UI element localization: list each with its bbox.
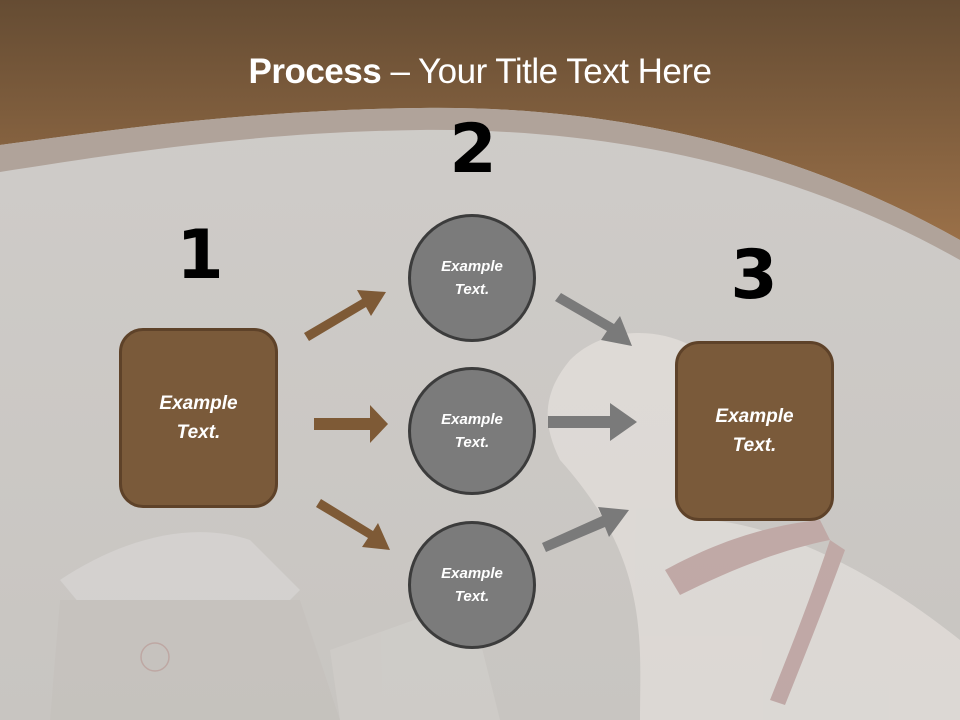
circle-bottom-label: Example Text. — [441, 565, 503, 605]
typewriter-photo — [50, 532, 500, 720]
title-bold: Process — [248, 52, 382, 91]
title-rest: – Your Title Text Here — [381, 52, 712, 91]
step-2-circle-bottom[interactable]: Example Text. — [408, 521, 536, 649]
step-number-1: 1 — [176, 216, 224, 295]
slide-title: Process – Your Title Text Here — [0, 52, 960, 92]
step-1-box[interactable]: Example Text. — [119, 328, 278, 508]
step-number-2: 2 — [449, 110, 497, 189]
circle-middle-label: Example Text. — [441, 411, 503, 451]
step-3-label: Example Text. — [715, 406, 794, 456]
step-1-label: Example Text. — [159, 393, 238, 443]
dog-photo — [547, 333, 960, 720]
step-3-box[interactable]: Example Text. — [675, 341, 834, 521]
step-2-circle-middle[interactable]: Example Text. — [408, 367, 536, 495]
circle-top-label: Example Text. — [441, 258, 503, 298]
step-2-circle-top[interactable]: Example Text. — [408, 214, 536, 342]
step-number-3: 3 — [730, 236, 778, 315]
